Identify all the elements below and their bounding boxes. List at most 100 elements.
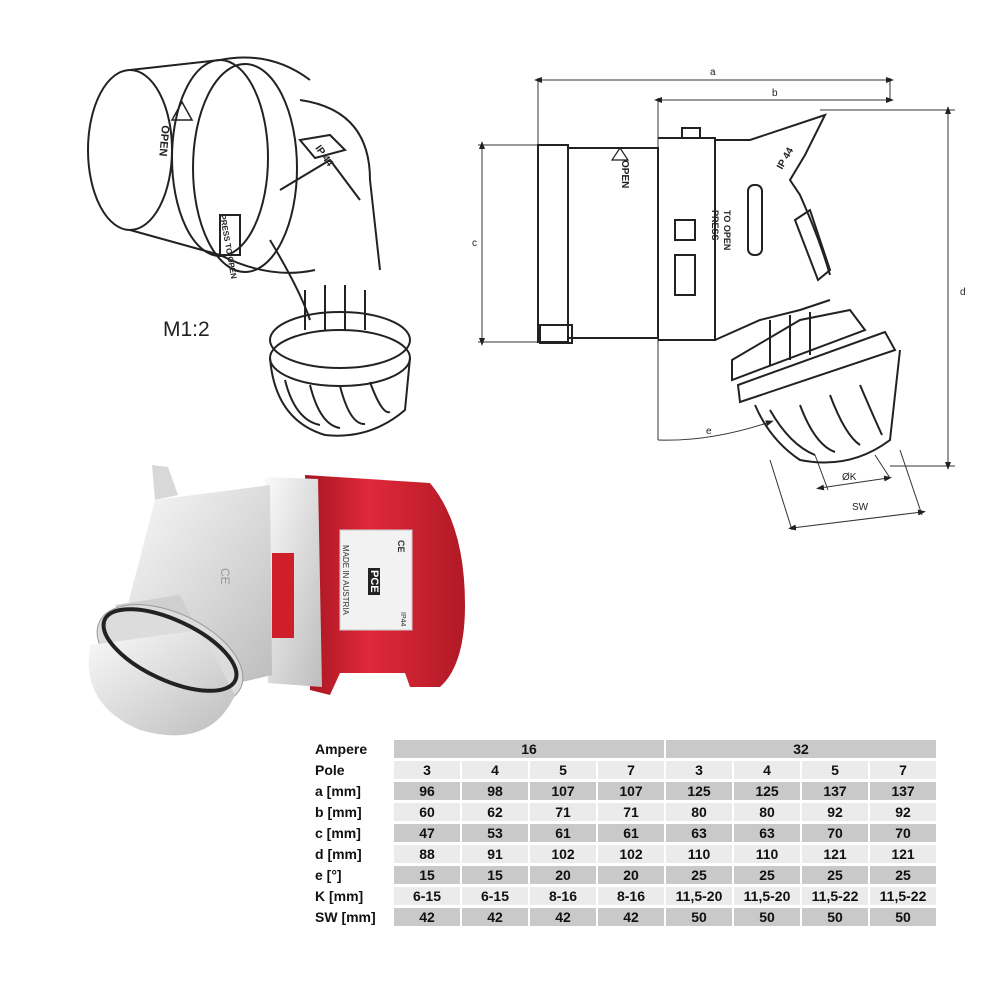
table-cell: 60 [394, 803, 460, 821]
photo-label-ip: IP44 [399, 612, 406, 627]
table-cell: 3 [666, 761, 732, 779]
table-cell: 8-16 [530, 887, 596, 905]
table-cell: 50 [666, 908, 732, 926]
table-cell: 53 [462, 824, 528, 842]
table-row-ampere: Ampere 16 32 [312, 740, 936, 758]
table-cell: 121 [802, 845, 868, 863]
table-cell: 110 [734, 845, 800, 863]
perspective-press-mark: PRESS TO OPEN [218, 214, 238, 280]
photo-label-made-in: MADE IN AUSTRIA [341, 545, 350, 615]
table-cell: 71 [598, 803, 664, 821]
row-header-k: K [mm] [312, 887, 392, 905]
table-cell: 4 [734, 761, 800, 779]
side-warning-triangle-icon [610, 146, 630, 161]
table-cell: 25 [870, 866, 936, 884]
table-cell: 91 [462, 845, 528, 863]
table-cell: 5 [530, 761, 596, 779]
table-cell: 121 [870, 845, 936, 863]
table-cell: 80 [666, 803, 732, 821]
table-cell: 61 [530, 824, 596, 842]
table-cell: 7 [598, 761, 664, 779]
table-cell: 71 [530, 803, 596, 821]
side-open-mark: OPEN [619, 160, 630, 188]
table-cell: 61 [598, 824, 664, 842]
row-header-pole: Pole [312, 761, 392, 779]
table-cell: 92 [802, 803, 868, 821]
side-press-mark: PRESS [710, 210, 720, 241]
table-cell: 137 [870, 782, 936, 800]
table-cell: 11,5-20 [734, 887, 800, 905]
photo-side-ce: CE [218, 568, 232, 585]
table-cell: 42 [394, 908, 460, 926]
table-cell: 25 [802, 866, 868, 884]
table-cell: 42 [530, 908, 596, 926]
table-cell: 98 [462, 782, 528, 800]
table-cell: 110 [666, 845, 732, 863]
table-cell: 4 [462, 761, 528, 779]
table-cell: 11,5-22 [870, 887, 936, 905]
table-cell: 25 [666, 866, 732, 884]
dim-label-e: e [706, 426, 712, 437]
dim-label-a: a [710, 67, 716, 78]
table-cell: 125 [666, 782, 732, 800]
table-cell: 7 [870, 761, 936, 779]
table-cell: 107 [598, 782, 664, 800]
row-header-ampere: Ampere [312, 740, 392, 758]
perspective-open-mark: OPEN [156, 125, 171, 157]
table-cell: 42 [462, 908, 528, 926]
side-ip44-mark: IP 44 [775, 146, 796, 172]
photo-label-brand: PCE [368, 568, 380, 595]
perspective-line-drawing: OPEN IP 44 PRESS TO OPEN [87, 56, 411, 437]
table-cell: 80 [734, 803, 800, 821]
row-header-c: c [mm] [312, 824, 392, 842]
photo-label-ce: CE [396, 540, 406, 553]
table-cell: 50 [870, 908, 936, 926]
table-cell: 70 [802, 824, 868, 842]
table-cell: 62 [462, 803, 528, 821]
table-cell: 63 [734, 824, 800, 842]
table-cell: 25 [734, 866, 800, 884]
side-to-open-mark: TO OPEN [722, 210, 732, 250]
table-cell: 3 [394, 761, 460, 779]
table-cell: 15 [462, 866, 528, 884]
dim-label-k: ØK [842, 472, 857, 483]
table-cell: 8-16 [598, 887, 664, 905]
table-cell: 5 [802, 761, 868, 779]
table-cell: 63 [666, 824, 732, 842]
table-cell: 50 [734, 908, 800, 926]
table-cell: 42 [598, 908, 664, 926]
row-header-e: e [°] [312, 866, 392, 884]
table-cell: 92 [870, 803, 936, 821]
table-cell: 15 [394, 866, 460, 884]
table-cell: 70 [870, 824, 936, 842]
table-cell: 137 [802, 782, 868, 800]
table-cell: 6-15 [462, 887, 528, 905]
product-photo [88, 465, 465, 736]
perspective-ip44-mark: IP 44 [313, 143, 336, 169]
ampere-group-32: 32 [666, 740, 936, 758]
table-cell: 6-15 [394, 887, 460, 905]
table-cell: 11,5-22 [802, 887, 868, 905]
table-cell: 125 [734, 782, 800, 800]
table-cell: 11,5-20 [666, 887, 732, 905]
row-header-d: d [mm] [312, 845, 392, 863]
scale-label: M1:2 [163, 318, 210, 341]
row-header-sw: SW [mm] [312, 908, 392, 926]
dim-label-sw: SW [852, 502, 869, 513]
dimension-drawing: a b c d e ØK SW OPEN PRESS TO OPEN IP 44 [472, 67, 966, 531]
table-cell: 50 [802, 908, 868, 926]
row-header-b: b [mm] [312, 803, 392, 821]
warning-triangle-icon [170, 100, 194, 121]
table-cell: 107 [530, 782, 596, 800]
table-cell: 20 [598, 866, 664, 884]
dim-label-b: b [772, 88, 778, 99]
table-cell: 102 [530, 845, 596, 863]
table-cell: 88 [394, 845, 460, 863]
